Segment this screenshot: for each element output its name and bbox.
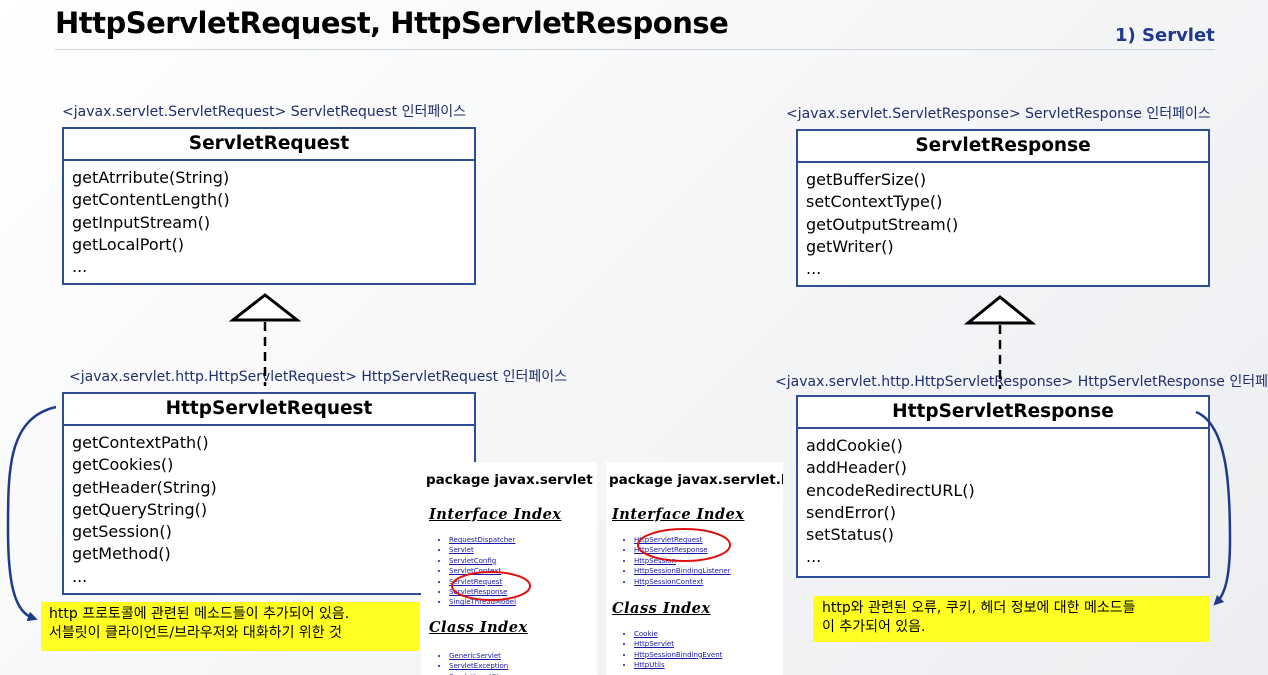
doc-link[interactable]: SingleThreadModel [449, 597, 516, 607]
method-item: addCookie() [806, 436, 903, 455]
servlet-request-package-label: <javax.servlet.ServletRequest> ServletRe… [62, 104, 467, 120]
method-item: encodeRedirectURL() [806, 480, 975, 500]
doc-link[interactable]: HttpServletRequest [634, 535, 731, 545]
method-item: setStatus() [806, 525, 894, 545]
method-item: getInputStream() [72, 212, 211, 232]
servlet-response-box: ServletResponse getBufferSize() setContex… [796, 129, 1210, 287]
doc-link[interactable]: HttpSessionContext [634, 577, 731, 587]
response-note-line-2: 이 추가되어 있음. [822, 619, 926, 635]
method-item: getHeader(String) [72, 477, 217, 497]
response-note: http와 관련된 오류, 쿠키, 헤더 정보에 대한 메소드들 이 추가되어 … [813, 596, 1210, 642]
doc-link[interactable]: Cookie [634, 629, 722, 639]
method-item: ... [806, 547, 822, 567]
page-title: HttpServletRequest, HttpServletResponse [55, 6, 729, 40]
http-servlet-request-title: HttpServletRequest [64, 394, 474, 426]
doc-link[interactable]: ServletContext [449, 566, 516, 576]
servlet-request-methods: getAtrribute(String)getContentLength()ge… [64, 161, 474, 278]
javax-servlet-interface-list: RequestDispatcherServletServletConfigSer… [421, 535, 516, 608]
method-item: getBufferSize() [806, 170, 927, 189]
doc-link[interactable]: ServletConfig [449, 556, 516, 566]
javax-servlet-http-interface-index-heading: Interface Index [612, 506, 745, 523]
method-item: ... [72, 566, 88, 586]
method-item: ... [72, 257, 88, 277]
response-curved-arrow [1195, 410, 1232, 606]
javax-servlet-http-doc-title: package javax.servlet.http [609, 472, 783, 488]
doc-link[interactable]: RequestDispatcher [449, 535, 516, 545]
doc-link[interactable]: HttpUtils [634, 660, 722, 670]
method-item: getQueryString() [72, 499, 208, 519]
method-item: getContextPath() [72, 433, 209, 452]
doc-link[interactable]: HttpServletResponse [634, 545, 731, 555]
method-item: getWriter() [806, 236, 894, 256]
doc-link[interactable]: ServletException [449, 661, 517, 671]
http-servlet-request-package-label: <javax.servlet.http.HttpServletRequest> … [69, 369, 567, 385]
title-divider [55, 49, 1215, 50]
response-note-line-1: http와 관련된 오류, 쿠키, 헤더 정보에 대한 메소드들 [822, 600, 1136, 616]
doc-link[interactable]: GenericServlet [449, 651, 517, 661]
request-note: http 프로토콜에 관련된 메소드들이 추가되어 있음. 서블릿이 클라이언트… [41, 602, 419, 651]
http-servlet-response-title: HttpServletResponse [798, 397, 1208, 429]
servlet-response-package-label: <javax.servlet.ServletResponse> ServletR… [786, 106, 1211, 122]
method-item: addHeader() [806, 458, 907, 478]
highlight-circle-http-servlet-request [637, 528, 731, 562]
method-item: getContentLength() [72, 190, 230, 210]
javax-servlet-http-doc-panel: package javax.servlet.http Interface Ind… [606, 462, 783, 675]
request-inheritance-arrow [228, 293, 302, 386]
request-note-line-2: 서블릿이 클라이언트/브라우저와 대화하기 위한 것 [49, 625, 342, 641]
method-item: ... [806, 259, 822, 279]
doc-link[interactable]: ServletInputStream [449, 672, 517, 675]
servlet-response-title: ServletResponse [798, 131, 1208, 163]
doc-link[interactable]: HttpServlet [634, 639, 722, 649]
servlet-request-title: ServletRequest [64, 129, 474, 161]
doc-link[interactable]: HttpSessionBindingEvent [634, 650, 722, 660]
javax-servlet-class-list: GenericServletServletExceptionServletInp… [421, 651, 517, 675]
request-note-line-1: http 프로토콜에 관련된 메소드들이 추가되어 있음. [49, 606, 350, 622]
javax-servlet-interface-index-heading: Interface Index [429, 506, 562, 523]
method-item: setContextType() [806, 192, 943, 212]
method-item: getAtrribute(String) [72, 168, 230, 187]
response-inheritance-arrow [963, 295, 1037, 389]
doc-link[interactable]: HttpSession [634, 556, 731, 566]
javax-servlet-http-class-list: CookieHttpServletHttpSessionBindingEvent… [606, 629, 722, 671]
http-servlet-response-methods: addCookie() addHeader()encodeRedirectURL(… [798, 429, 1208, 569]
http-servlet-request-methods: getContextPath() getCookies()getHeader(St… [64, 426, 474, 588]
servlet-request-box: ServletRequest getAtrribute(String) getCo… [62, 127, 476, 285]
doc-link[interactable]: HttpSessionBindingListener [634, 566, 731, 576]
doc-link[interactable]: ServletRequest [449, 577, 516, 587]
http-servlet-request-box: HttpServletRequest getContextPath()getCo… [62, 392, 476, 595]
javax-servlet-class-index-heading: Class Index [429, 619, 528, 636]
http-servlet-response-package-label: <javax.servlet.http.HttpServletResponse>… [775, 374, 1268, 390]
highlight-circle-servlet-request [451, 571, 531, 601]
method-item: getLocalPort() [72, 234, 184, 254]
servlet-response-methods: getBufferSize() setContextType()getOutput… [798, 163, 1208, 280]
method-item: getSession() [72, 522, 172, 542]
method-item: getOutputStream() [806, 214, 959, 234]
method-item: getCookies() [72, 455, 174, 475]
request-curved-arrow [6, 405, 57, 622]
doc-link[interactable]: ServletResponse [449, 587, 516, 597]
http-servlet-response-box: HttpServletResponse addCookie() addHeader… [796, 395, 1210, 578]
javax-servlet-doc-title: package javax.servlet [426, 472, 593, 488]
method-item: getMethod() [72, 544, 171, 564]
javax-servlet-http-interface-list: HttpServletRequestHttpServletResponseHtt… [606, 535, 731, 587]
section-label: 1) Servlet [1115, 25, 1215, 46]
method-item: sendError() [806, 502, 896, 522]
javax-servlet-http-class-index-heading: Class Index [612, 600, 711, 617]
doc-link[interactable]: Servlet [449, 545, 516, 555]
javax-servlet-doc-panel: package javax.servlet Interface Index Re… [421, 462, 597, 675]
